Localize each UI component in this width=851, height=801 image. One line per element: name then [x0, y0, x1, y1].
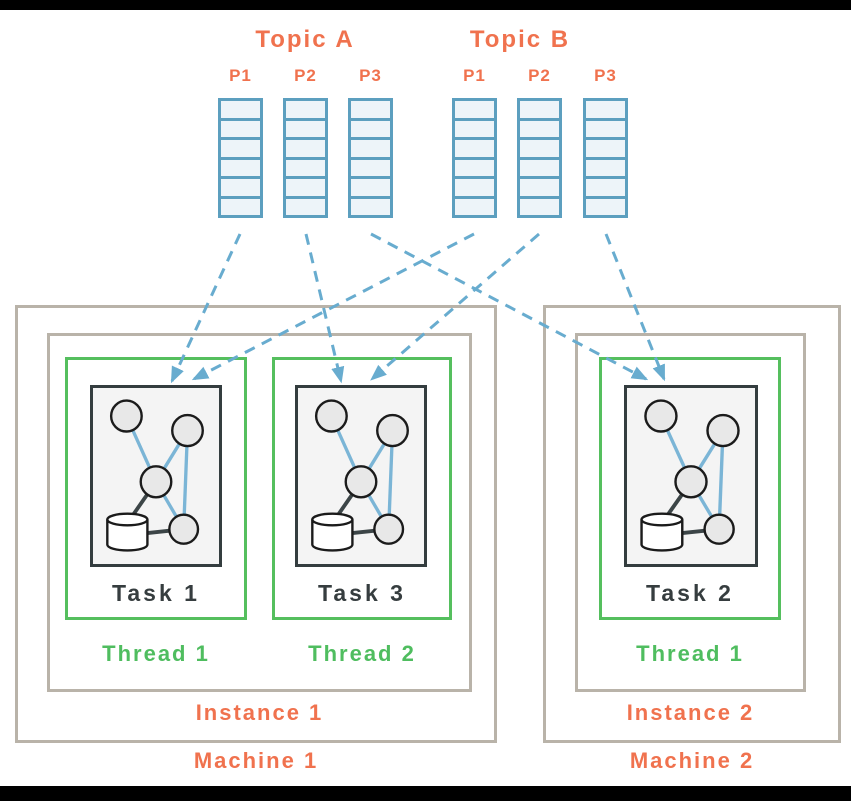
processor-node	[706, 413, 740, 448]
task-2-label: Task 2	[646, 580, 734, 606]
partition-queue	[452, 98, 497, 218]
thread-2-label-machine-1: Thread 2	[308, 641, 416, 666]
processor-node	[314, 399, 348, 433]
state-store-cylinder-top	[640, 512, 684, 527]
task-1-label: Task 1	[112, 580, 200, 606]
thread-1-label-machine-1: Thread 1	[102, 641, 210, 666]
instance-2-box: Task 2 Thread 1	[575, 333, 806, 692]
machine-2-label: Machine 2	[629, 748, 755, 773]
partition-cell	[218, 195, 263, 218]
task-3-label: Task 3	[318, 580, 406, 606]
partition-cell	[517, 195, 562, 218]
thread-1-box-machine-2: Task 2	[599, 357, 781, 620]
partition-label: P2	[294, 66, 317, 85]
task-1-box	[90, 385, 222, 567]
processor-node	[373, 513, 405, 545]
thread-1-box-machine-1: Task 1	[65, 357, 247, 620]
task-1-topology-graph	[106, 399, 204, 552]
processor-node	[171, 413, 204, 448]
machine-1-label: Machine 1	[193, 748, 319, 773]
instance-1-box: Task 1 Task 3 Thread 1 Thread 2	[47, 333, 472, 692]
processor-node	[674, 465, 708, 499]
partition-label: P1	[229, 66, 252, 85]
top-border-bar	[0, 0, 851, 10]
state-store-cylinder-top	[106, 512, 149, 527]
state-store-cylinder	[311, 519, 354, 552]
processor-node	[703, 513, 735, 545]
processor-node	[168, 513, 200, 545]
partition-label: P3	[359, 66, 382, 85]
processor-node	[109, 399, 143, 433]
state-store-cylinder-top	[311, 512, 354, 527]
partition-label: P3	[594, 66, 617, 85]
task-2-box	[624, 385, 758, 567]
partition-cell	[583, 195, 628, 218]
instance-1-label: Instance 1	[195, 700, 324, 725]
partition-queue	[517, 98, 562, 218]
partition-queue	[283, 98, 328, 218]
state-store-cylinder	[106, 519, 149, 552]
partition-queue	[348, 98, 393, 218]
task-3-box	[295, 385, 427, 567]
thread-2-box-machine-1: Task 3	[272, 357, 452, 620]
thread-1-label-machine-2: Thread 1	[636, 641, 744, 666]
processor-node	[376, 413, 409, 448]
partition-queue	[583, 98, 628, 218]
machine-1-box: Task 1 Task 3 Thread 1 Thread 2 Instance…	[15, 305, 497, 773]
task-2-topology-graph	[640, 399, 740, 552]
instance-2-label: Instance 2	[626, 700, 755, 725]
processor-node	[344, 465, 378, 499]
processor-node	[139, 465, 173, 499]
bottom-border-bar	[0, 786, 851, 801]
partition-cell	[452, 195, 497, 218]
topic-a-label: Topic A	[255, 26, 355, 53]
partition-cell	[348, 195, 393, 218]
partition-cell	[283, 195, 328, 218]
processor-node	[644, 399, 678, 433]
state-store-cylinder	[640, 519, 684, 552]
machine-2-box: Task 2 Thread 1 Instance 2 Machine 2	[543, 305, 841, 773]
topic-b-label: Topic B	[469, 26, 571, 53]
partition-queue	[218, 98, 263, 218]
partition-label: P1	[463, 66, 486, 85]
partition-label: P2	[528, 66, 551, 85]
task-3-topology-graph	[311, 399, 409, 552]
